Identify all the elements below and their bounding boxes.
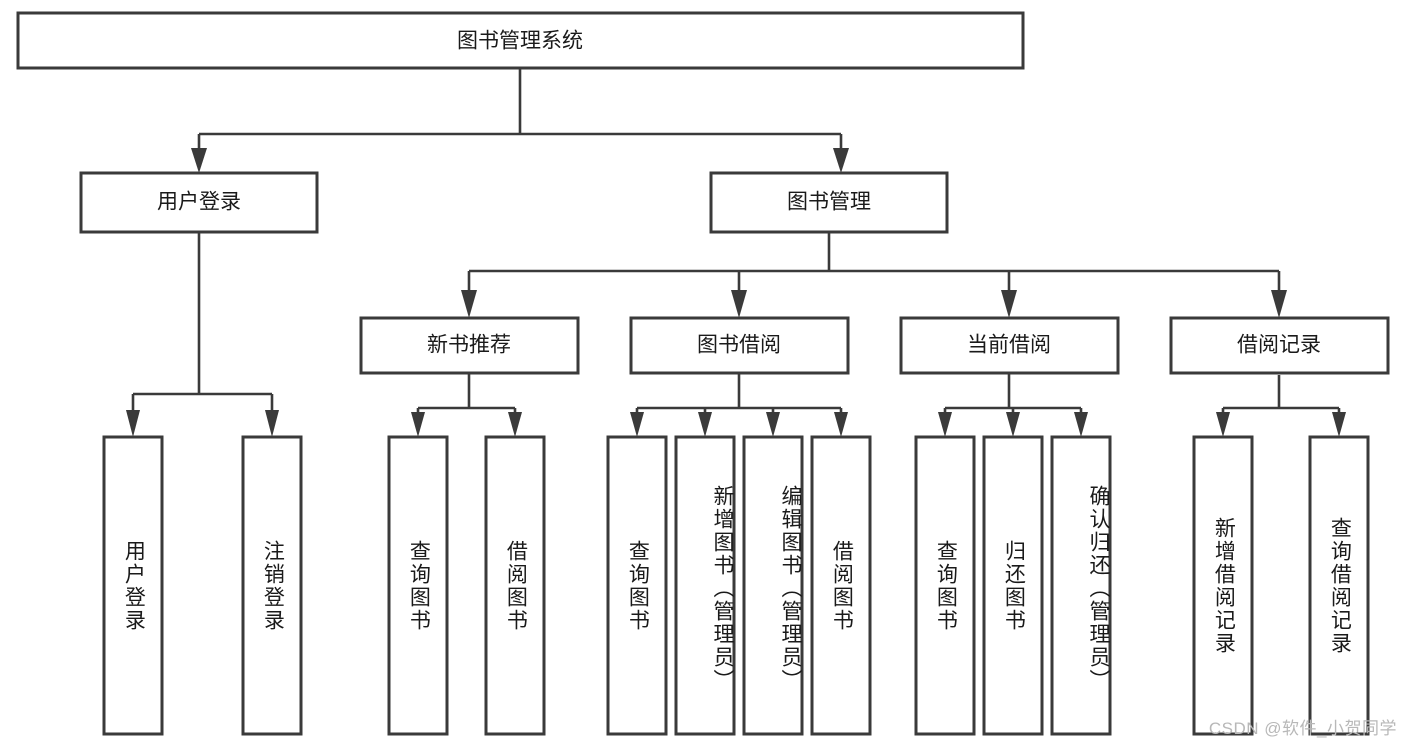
node-book-manage-box[interactable] — [709, 171, 949, 234]
node-leaf-query-book-3-box[interactable] — [914, 435, 976, 736]
edges-borrow-record-to-leaves — [1216, 375, 1346, 437]
node-leaf-borrow-book-2-box[interactable] — [810, 435, 872, 736]
node-current-borrow-box[interactable] — [899, 316, 1120, 375]
arrow-head-book-manage — [833, 148, 849, 173]
edges-user-login-to-leaves — [126, 232, 279, 437]
node-new-book-recommend-label: 新书推荐 — [427, 334, 511, 357]
node-borrow-record-box[interactable] — [1169, 316, 1390, 375]
node-leaf-logout-login-box[interactable] — [241, 435, 303, 736]
node-book-borrow-box[interactable] — [629, 316, 850, 375]
arrow-head-leaf-borrow-book-1 — [508, 412, 522, 437]
arrow-head-leaf-query-record — [1332, 412, 1346, 437]
node-current-borrow-label: 当前借阅 — [967, 334, 1051, 357]
node-borrow-record-label: 借阅记录 — [1237, 334, 1321, 357]
node-leaf-edit-book-box[interactable] — [742, 435, 804, 736]
node-leaf-query-book-2-box[interactable] — [606, 435, 668, 736]
node-root-label: 图书管理系统 — [457, 30, 583, 53]
node-leaf-borrow-book-1-box[interactable] — [484, 435, 546, 736]
arrow-head-book-borrow — [731, 290, 747, 318]
node-root-box[interactable] — [16, 11, 1025, 70]
leaf-boxes — [102, 435, 1370, 736]
node-new-book-recommend-box[interactable] — [359, 316, 580, 375]
edges-new-book-recommend-to-leaves — [411, 373, 522, 437]
edges-current-borrow-to-leaves — [938, 373, 1088, 437]
watermark-text: CSDN @软件_小贺同学 — [1208, 719, 1397, 738]
node-book-borrow-label: 图书借阅 — [697, 334, 781, 357]
arrow-head-leaf-confirm-return — [1074, 412, 1088, 437]
edges-book-manage-to-level3 — [461, 232, 1287, 318]
node-leaf-add-record-box[interactable] — [1192, 435, 1254, 736]
arrow-head-leaf-query-book-2 — [630, 412, 644, 437]
arrow-head-user-login — [191, 148, 207, 173]
arrow-head-leaf-return-book — [1006, 412, 1020, 437]
arrow-head-leaf-add-record — [1216, 412, 1230, 437]
arrow-head-leaf-query-book-3 — [938, 412, 952, 437]
node-user-login[interactable]: 用户登录 — [79, 171, 319, 234]
node-leaf-user-login-box[interactable] — [102, 435, 164, 736]
arrow-head-new-book-recommend — [461, 290, 477, 318]
arrow-head-leaf-logout-login — [265, 410, 279, 437]
node-leaf-return-book-box[interactable] — [982, 435, 1044, 736]
arrow-head-leaf-borrow-book-2 — [834, 412, 848, 437]
node-leaf-confirm-return-box[interactable] — [1050, 435, 1112, 736]
node-leaf-query-book-1-box[interactable] — [387, 435, 449, 736]
edges-root-to-level2 — [191, 68, 849, 173]
node-book-manage-label: 图书管理 — [787, 191, 871, 214]
arrow-head-current-borrow — [1001, 290, 1017, 318]
node-user-login-label: 用户登录 — [157, 191, 241, 214]
arrow-head-borrow-record — [1271, 290, 1287, 318]
arrow-head-leaf-query-book-1 — [411, 412, 425, 437]
node-user-login-box[interactable] — [79, 171, 319, 234]
node-leaf-add-book-box[interactable] — [674, 435, 736, 736]
node-new-book-recommend[interactable]: 新书推荐 — [359, 316, 580, 375]
node-leaf-query-record-box[interactable] — [1308, 435, 1370, 736]
arrow-head-leaf-add-book — [698, 412, 712, 437]
node-borrow-record[interactable]: 借阅记录 — [1169, 316, 1390, 375]
node-book-manage[interactable]: 图书管理 — [709, 171, 949, 234]
node-root[interactable]: 图书管理系统 — [16, 11, 1025, 70]
arrow-head-leaf-edit-book — [766, 412, 780, 437]
node-current-borrow[interactable]: 当前借阅 — [899, 316, 1120, 375]
node-book-borrow[interactable]: 图书借阅 — [629, 316, 850, 375]
edges-book-borrow-to-leaves — [630, 373, 848, 437]
arrow-head-leaf-user-login — [126, 410, 140, 437]
